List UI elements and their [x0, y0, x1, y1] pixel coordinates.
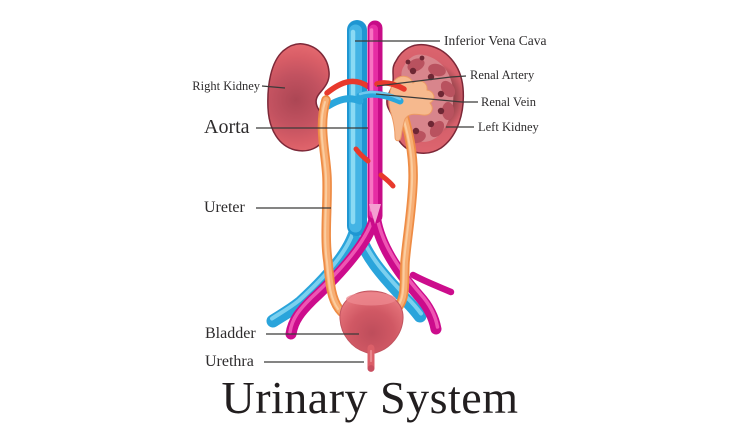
diagram-title: Urinary System [221, 372, 519, 423]
inferior-vena-cava-label: Inferior Vena Cava [444, 33, 547, 48]
leader-renal-artery [376, 75, 467, 87]
leader-renal-vein [375, 93, 478, 103]
bladder-organ [339, 290, 404, 354]
aorta-bifurcation-highlight [369, 204, 381, 224]
ureter-label: Ureter [204, 199, 245, 216]
renal-artery-label: Renal Artery [470, 68, 535, 82]
renal-pelvis [388, 75, 435, 142]
bladder-label: Bladder [205, 325, 256, 342]
branch-artery-left [353, 146, 371, 164]
bladder-highlight [346, 292, 396, 306]
right-kidney-label: Right Kidney [192, 79, 260, 93]
branch-artery-right [378, 172, 396, 189]
leader-right-kidney [261, 85, 286, 89]
leader-lines [256, 40, 478, 363]
right-renal-vessels [324, 78, 372, 110]
aorta-label: Aorta [204, 116, 250, 138]
left-renal-artery [374, 80, 407, 92]
urethra-tube [367, 344, 375, 372]
aorta-vessel [285, 20, 455, 340]
right-renal-artery [324, 78, 372, 96]
urethra-label: Urethra [205, 353, 254, 370]
left-kidney-label: Left Kidney [478, 120, 539, 134]
renal-vein-label: Renal Vein [481, 95, 536, 109]
renal-papillae [405, 55, 445, 135]
right-renal-vein [324, 95, 364, 110]
